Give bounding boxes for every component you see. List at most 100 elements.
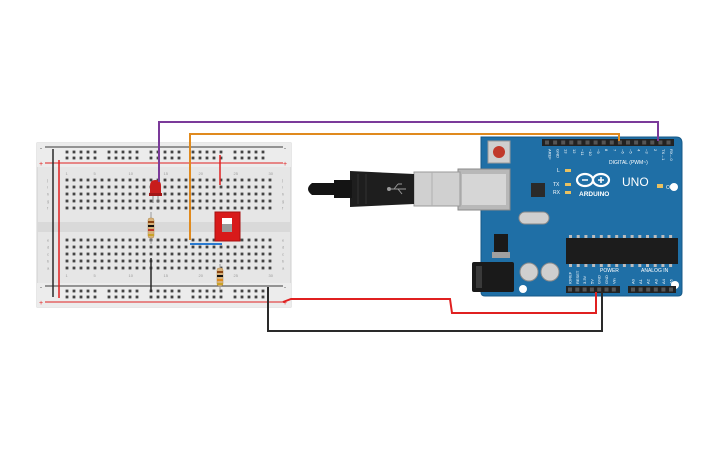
breadboard-hole[interactable] xyxy=(114,178,118,182)
breadboard-hole[interactable] xyxy=(86,266,90,270)
breadboard-hole[interactable] xyxy=(121,199,125,203)
breadboard-hole[interactable] xyxy=(142,238,146,242)
breadboard-hole[interactable] xyxy=(240,185,244,189)
resistor[interactable] xyxy=(216,264,224,290)
breadboard-hole[interactable] xyxy=(177,192,181,196)
breadboard-hole[interactable] xyxy=(142,266,146,270)
breadboard-hole[interactable] xyxy=(198,266,202,270)
breadboard-rail-hole[interactable] xyxy=(121,289,125,293)
breadboard-hole[interactable] xyxy=(254,178,258,182)
breadboard-hole[interactable] xyxy=(170,259,174,263)
power-pin-socket[interactable] xyxy=(597,287,602,292)
wire-orange[interactable] xyxy=(189,133,620,240)
breadboard-hole[interactable] xyxy=(86,206,90,210)
breadboard-rail-hole[interactable] xyxy=(65,156,69,160)
breadboard-rail-hole[interactable] xyxy=(219,156,223,160)
breadboard-hole[interactable] xyxy=(163,245,167,249)
breadboard-hole[interactable] xyxy=(135,259,139,263)
breadboard-hole[interactable] xyxy=(191,206,195,210)
breadboard-hole[interactable] xyxy=(240,192,244,196)
breadboard-hole[interactable] xyxy=(226,259,230,263)
breadboard-hole[interactable] xyxy=(100,178,104,182)
breadboard-hole[interactable] xyxy=(121,245,125,249)
breadboard-rail-hole[interactable] xyxy=(177,156,181,160)
analog-pin-socket[interactable] xyxy=(631,287,635,292)
breadboard-hole[interactable] xyxy=(107,266,111,270)
breadboard-hole[interactable] xyxy=(65,185,69,189)
breadboard-rail-hole[interactable] xyxy=(240,295,244,299)
breadboard-rail-hole[interactable] xyxy=(240,150,244,154)
breadboard-hole[interactable] xyxy=(107,252,111,256)
digital-pin-socket[interactable] xyxy=(601,140,606,145)
analog-pin-socket[interactable] xyxy=(646,287,651,292)
breadboard-hole[interactable] xyxy=(184,252,188,256)
wire-black[interactable] xyxy=(267,287,603,332)
breadboard-hole[interactable] xyxy=(79,206,83,210)
digital-pin-socket[interactable] xyxy=(617,140,622,145)
breadboard-rail-hole[interactable] xyxy=(205,150,209,154)
breadboard-hole[interactable] xyxy=(198,245,202,249)
breadboard-hole[interactable] xyxy=(205,185,209,189)
breadboard-hole[interactable] xyxy=(268,192,272,196)
breadboard-rail-hole[interactable] xyxy=(86,150,90,154)
breadboard-hole[interactable] xyxy=(128,185,132,189)
breadboard-rail-hole[interactable] xyxy=(72,156,76,160)
breadboard-hole[interactable] xyxy=(254,199,258,203)
breadboard-hole[interactable] xyxy=(212,199,216,203)
breadboard-hole[interactable] xyxy=(240,206,244,210)
breadboard-hole[interactable] xyxy=(156,252,160,256)
breadboard-hole[interactable] xyxy=(177,252,181,256)
breadboard-hole[interactable] xyxy=(135,185,139,189)
breadboard-hole[interactable] xyxy=(72,192,76,196)
breadboard-hole[interactable] xyxy=(240,238,244,242)
breadboard-hole[interactable] xyxy=(205,238,209,242)
breadboard-hole[interactable] xyxy=(121,192,125,196)
breadboard-hole[interactable] xyxy=(212,206,216,210)
breadboard-hole[interactable] xyxy=(261,206,265,210)
breadboard-hole[interactable] xyxy=(114,192,118,196)
breadboard-hole[interactable] xyxy=(261,266,265,270)
breadboard-hole[interactable] xyxy=(184,192,188,196)
wire-purple[interactable] xyxy=(158,121,659,182)
breadboard-rail-hole[interactable] xyxy=(135,289,139,293)
breadboard-hole[interactable] xyxy=(156,238,160,242)
breadboard-rail-hole[interactable] xyxy=(121,150,125,154)
breadboard-hole[interactable] xyxy=(72,266,76,270)
breadboard-hole[interactable] xyxy=(212,238,216,242)
breadboard-hole[interactable] xyxy=(198,199,202,203)
breadboard-rail-hole[interactable] xyxy=(254,295,258,299)
breadboard-hole[interactable] xyxy=(72,178,76,182)
breadboard-hole[interactable] xyxy=(184,178,188,182)
breadboard-hole[interactable] xyxy=(170,192,174,196)
breadboard-rail-hole[interactable] xyxy=(65,150,69,154)
digital-pin-socket[interactable] xyxy=(658,140,663,145)
breadboard-hole[interactable] xyxy=(247,238,251,242)
power-pin-socket[interactable] xyxy=(604,287,609,292)
arduino-uno-board[interactable]: L TX RX ON ARDUINO UNO DIGITAL (PWM~) PO… xyxy=(457,136,683,297)
breadboard-hole[interactable] xyxy=(170,185,174,189)
breadboard-hole[interactable] xyxy=(212,192,216,196)
analog-pin-socket[interactable] xyxy=(653,287,658,292)
breadboard-rail-hole[interactable] xyxy=(198,289,202,293)
breadboard-hole[interactable] xyxy=(93,185,97,189)
breadboard-hole[interactable] xyxy=(247,192,251,196)
breadboard-hole[interactable] xyxy=(93,178,97,182)
breadboard-hole[interactable] xyxy=(233,206,237,210)
breadboard-hole[interactable] xyxy=(121,252,125,256)
breadboard-hole[interactable] xyxy=(114,252,118,256)
digital-pin-socket[interactable] xyxy=(577,140,582,145)
breadboard-hole[interactable] xyxy=(128,238,132,242)
breadboard-hole[interactable] xyxy=(205,259,209,263)
breadboard-hole[interactable] xyxy=(107,206,111,210)
breadboard-hole[interactable] xyxy=(135,238,139,242)
breadboard-rail-hole[interactable] xyxy=(135,156,139,160)
breadboard-hole[interactable] xyxy=(121,178,125,182)
breadboard-hole[interactable] xyxy=(149,199,153,203)
breadboard-rail-hole[interactable] xyxy=(212,156,216,160)
breadboard-hole[interactable] xyxy=(100,206,104,210)
breadboard-rail-hole[interactable] xyxy=(254,289,258,293)
breadboard-hole[interactable] xyxy=(240,252,244,256)
breadboard-hole[interactable] xyxy=(100,252,104,256)
breadboard-hole[interactable] xyxy=(149,252,153,256)
breadboard-hole[interactable] xyxy=(240,259,244,263)
